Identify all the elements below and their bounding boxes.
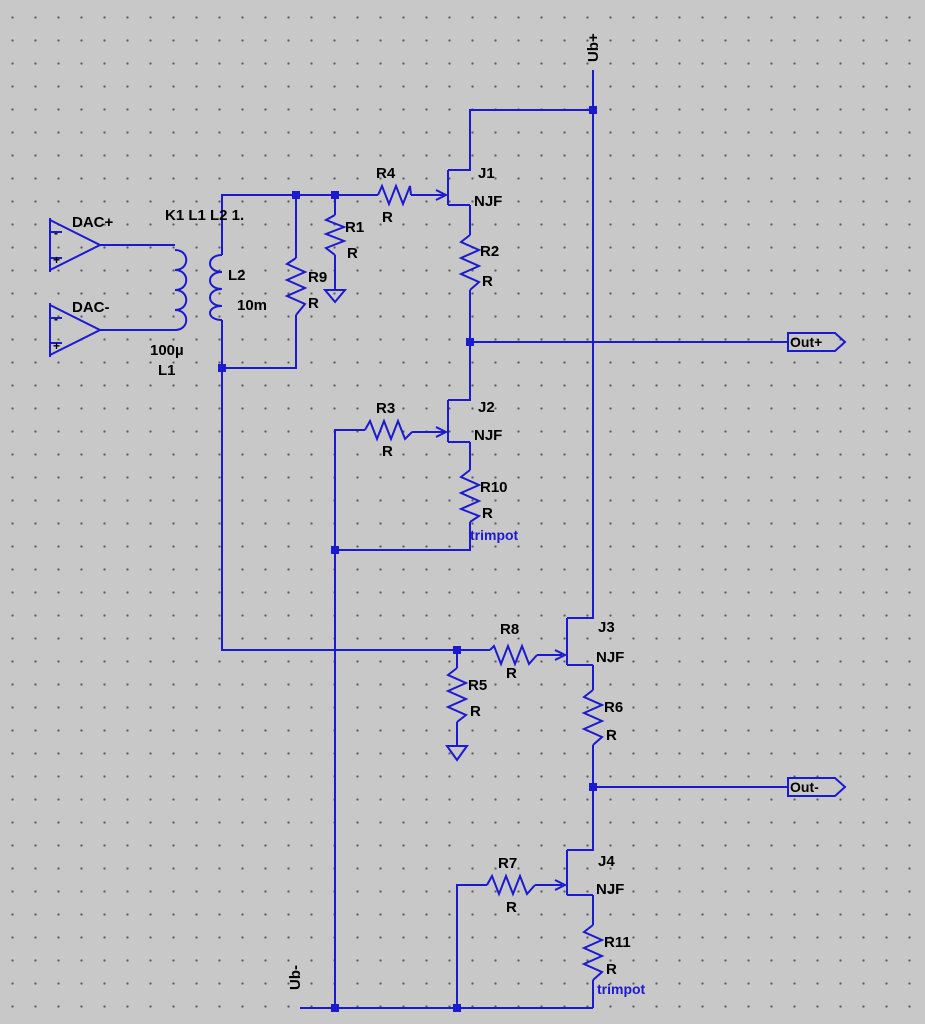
r9-value: R (308, 295, 319, 312)
resistor-r3: R3 R (364, 400, 413, 460)
wire-l2-top (221, 194, 378, 255)
wire-r9-bot (222, 315, 297, 369)
svg-text:-: - (54, 312, 58, 326)
inductor-l2: L2 10m (209, 254, 267, 321)
dac-neg-label: DAC- (72, 299, 110, 316)
resistor-r7: R7 R (486, 855, 536, 916)
port-out-neg: Out- (787, 777, 847, 797)
dac-pos-label: DAC+ (72, 214, 113, 231)
wire-l2-bot (221, 320, 490, 651)
r3-ref: R3 (376, 400, 395, 417)
ground-symbol (445, 745, 469, 762)
resistor-r5: R5 R (445, 667, 487, 723)
junction-dot (331, 1004, 339, 1012)
r2-ref: R2 (480, 243, 499, 260)
svg-text:-: - (54, 226, 58, 240)
j2-ref: J2 (478, 399, 495, 416)
r11-note: trimpot (597, 981, 646, 997)
junctions (218, 106, 597, 1012)
j4-model: NJF (596, 881, 624, 898)
r6-value: R (606, 727, 617, 744)
out-pos-label: Out+ (790, 334, 822, 350)
wire-r10-bot (335, 522, 471, 551)
out-neg-label: Out- (790, 779, 819, 795)
jfet-j3: J3 NJF (554, 612, 624, 666)
r9-ref: R9 (308, 269, 327, 286)
junction-dot (466, 338, 474, 346)
r1-value: R (347, 245, 358, 262)
r1-ref: R1 (345, 219, 364, 236)
junction-dot (453, 1004, 461, 1012)
resistor-r6: R6 R (581, 689, 623, 746)
port-out-pos: Out+ (787, 332, 847, 352)
r6-ref: R6 (604, 699, 623, 716)
inductor-l1: 100µ L1 (150, 249, 188, 379)
l2-value: 10m (237, 297, 267, 314)
junction-dot (331, 191, 339, 199)
junction-dot (453, 646, 461, 654)
l1-value: 100µ (150, 342, 184, 359)
jfet-j4: J4 NJF (554, 842, 624, 898)
junction-dot (589, 783, 597, 791)
resistor-r2: R2 R (458, 234, 499, 291)
junction-dot (292, 191, 300, 199)
ubplus-label: Ub+ (585, 33, 602, 62)
jfet-j1: J1 NJF (435, 150, 502, 210)
wire-r7-left (456, 884, 487, 1008)
r7-value: R (506, 899, 517, 916)
svg-text:+: + (53, 339, 60, 353)
j1-model: NJF (474, 193, 502, 210)
j3-model: NJF (596, 649, 624, 666)
r4-ref: R4 (376, 165, 396, 182)
r8-value: R (506, 665, 517, 682)
j1-ref: J1 (478, 165, 495, 182)
resistor-r9: R9 R (284, 257, 327, 316)
r8-ref: R8 (500, 621, 519, 638)
r5-value: R (470, 703, 481, 720)
jfet-j2: J2 NJF (435, 390, 502, 444)
r11-value: R (606, 961, 617, 978)
j4-ref: J4 (598, 853, 615, 870)
resistor-r1: R1 R (323, 214, 364, 262)
wire-j1-drain (469, 109, 593, 150)
wires (100, 70, 788, 1009)
r2-value: R (482, 273, 493, 290)
svg-text:+: + (53, 253, 60, 267)
resistor-r11: R11 R trimpot (581, 924, 646, 997)
r10-note: trimpot (470, 527, 519, 543)
r10-ref: R10 (480, 479, 508, 496)
j2-model: NJF (474, 427, 502, 444)
wire-r3-left (334, 429, 365, 1008)
r3-value: R (382, 443, 393, 460)
ground-symbol (322, 289, 348, 304)
dac-neg-symbol: - + DAC- (49, 299, 110, 357)
r7-ref: R7 (498, 855, 517, 872)
resistor-r4: R4 R (376, 165, 412, 226)
r5-ref: R5 (468, 677, 487, 694)
ubminus-label: Ub- (287, 965, 304, 990)
l2-ref: L2 (228, 267, 246, 284)
dac-pos-symbol: - + DAC+ (49, 214, 113, 272)
r4-value: R (382, 209, 393, 226)
junction-dot (218, 364, 226, 372)
resistor-r8: R8 R (489, 621, 538, 682)
r10-value: R (482, 505, 493, 522)
junction-dot (589, 106, 597, 114)
junction-dot (331, 546, 339, 554)
coupling-directive: K1 L1 L2 1. (165, 207, 244, 224)
resistor-r10: R10 R trimpot (458, 469, 519, 543)
j3-ref: J3 (598, 619, 615, 636)
l1-ref: L1 (158, 362, 176, 379)
r11-ref: R11 (604, 934, 631, 951)
